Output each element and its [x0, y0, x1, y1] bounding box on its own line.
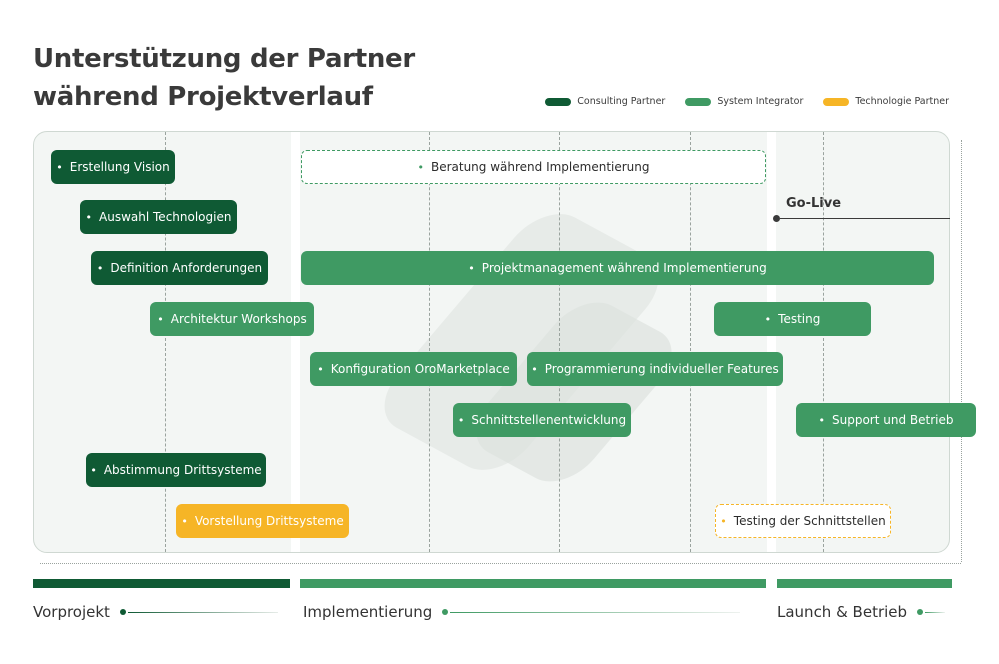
- task-programmierung[interactable]: Programmierung individueller Features: [527, 352, 783, 386]
- title-line-2: während Projektverlauf: [33, 82, 373, 112]
- gridline: [690, 132, 691, 552]
- phase-line-launch: [925, 611, 946, 613]
- phase-label-implementierung: Implementierung: [303, 603, 741, 621]
- phase-divider-stripe: [291, 132, 300, 552]
- task-abstimmung-drittsysteme[interactable]: Abstimmung Drittsysteme: [86, 453, 266, 487]
- legend-item-integrator: System Integrator: [685, 96, 803, 107]
- phase-dot-launch: [917, 609, 924, 615]
- task-testing-schnittstellen[interactable]: Testing der Schnittstellen: [715, 504, 891, 538]
- gridline: [165, 132, 166, 552]
- golive-label: Go-Live: [786, 196, 842, 211]
- task-konfiguration[interactable]: Konfiguration OroMarketplace: [310, 352, 517, 386]
- gridline: [823, 132, 824, 552]
- golive-marker-dot: [773, 215, 780, 222]
- phase-bar-implementierung: [300, 579, 766, 588]
- task-vorstellung-drittsysteme[interactable]: Vorstellung Drittsysteme: [176, 504, 349, 538]
- phase-name-implementierung: Implementierung: [303, 603, 433, 621]
- legend-swatch-consulting: [545, 97, 572, 106]
- timeline-panel: [33, 131, 950, 553]
- task-definition-anforderungen[interactable]: Definition Anforderungen: [91, 251, 268, 285]
- legend-label-consulting: Consulting Partner: [577, 96, 666, 107]
- gridline: [559, 132, 560, 552]
- panel-shadow-bottom: [40, 562, 961, 564]
- phase-name-launch: Launch & Betrieb: [777, 603, 908, 621]
- legend-label-technology: Technologie Partner: [855, 96, 949, 107]
- task-schnittstellenentwicklung[interactable]: Schnittstellenentwicklung: [453, 403, 631, 437]
- phase-bar-launch: [777, 579, 952, 588]
- phase-label-vorprojekt: Vorprojekt: [33, 603, 278, 621]
- gridline: [429, 132, 430, 552]
- phase-line-vorprojekt: [127, 611, 278, 613]
- task-erstellung-vision[interactable]: Erstellung Vision: [51, 150, 175, 184]
- legend-label-integrator: System Integrator: [717, 96, 804, 107]
- phase-line-implementierung: [450, 611, 741, 613]
- task-auswahl-technologien[interactable]: Auswahl Technologien: [80, 200, 237, 234]
- legend-item-technology: Technologie Partner: [823, 96, 949, 107]
- phase-name-vorprojekt: Vorprojekt: [33, 603, 110, 621]
- phase-dot-vorprojekt: [119, 609, 126, 615]
- task-beratung[interactable]: Beratung während Implementierung: [301, 150, 766, 184]
- golive-stripe: [767, 132, 776, 552]
- legend-swatch-integrator: [685, 97, 712, 106]
- page-title: Unterstützung der Partner während Projek…: [33, 40, 415, 116]
- task-support-betrieb[interactable]: Support und Betrieb: [796, 403, 976, 437]
- panel-shadow-right: [960, 140, 962, 562]
- title-line-1: Unterstützung der Partner: [33, 44, 415, 74]
- task-architektur-workshops[interactable]: Architektur Workshops: [150, 302, 314, 336]
- task-projektmanagement[interactable]: Projektmanagement während Implementierun…: [301, 251, 934, 285]
- golive-marker-line: [780, 218, 950, 219]
- legend-item-consulting: Consulting Partner: [545, 96, 665, 107]
- phase-dot-implementierung: [442, 609, 449, 615]
- legend-swatch-technology: [823, 97, 850, 106]
- task-testing[interactable]: Testing: [714, 302, 871, 336]
- phase-label-launch: Launch & Betrieb: [777, 603, 946, 621]
- phase-bar-vorprojekt: [33, 579, 290, 588]
- legend: Consulting Partner System Integrator Tec…: [545, 96, 949, 107]
